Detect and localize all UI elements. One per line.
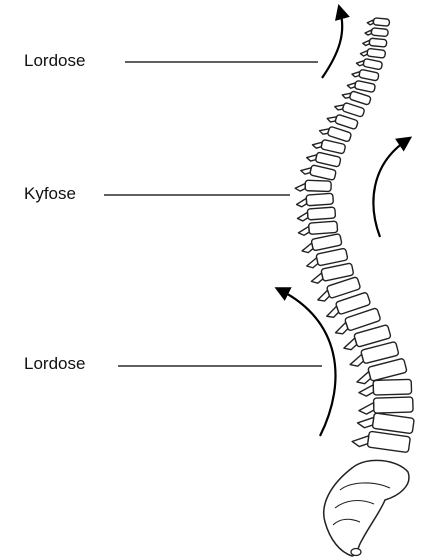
vertebral-body <box>367 48 386 58</box>
vertebral-body <box>371 28 388 37</box>
spinous-process <box>325 306 340 319</box>
vertebral-body <box>354 80 375 92</box>
vertebra-1 <box>367 17 390 26</box>
spinous-process <box>298 226 309 235</box>
vertebral-body <box>369 38 387 47</box>
vertebral-body <box>305 180 331 191</box>
cervical-curve-arrow <box>322 10 342 78</box>
vertebral-body <box>372 413 414 434</box>
vertebral-body <box>316 248 348 266</box>
vertebra-15 <box>295 180 331 192</box>
sacrum-bone <box>324 460 409 556</box>
spinous-process <box>367 19 373 25</box>
vertebral-body <box>373 18 390 27</box>
spinous-process <box>359 403 374 415</box>
vertebra-3 <box>363 37 387 47</box>
vertebral-body <box>335 114 359 129</box>
spinous-process <box>360 50 367 57</box>
thoracic-curve-arrow <box>373 140 407 237</box>
vertebral-body <box>321 139 346 154</box>
spinous-process <box>365 29 372 35</box>
coccyx-bone <box>351 549 361 556</box>
vertebra-29 <box>359 397 414 414</box>
vertebral-body <box>367 431 410 452</box>
vertebra-4 <box>360 48 385 59</box>
vertebral-body <box>349 91 371 106</box>
vertebral-body <box>315 152 341 167</box>
spinous-process <box>297 212 308 221</box>
vertebral-body <box>373 397 413 413</box>
vertebra-7 <box>347 79 376 93</box>
spinous-process <box>342 338 358 351</box>
spinous-process <box>316 290 331 303</box>
lumbar-curve-arrow <box>280 290 335 436</box>
spinous-process <box>357 415 374 429</box>
vertebral-body <box>307 207 335 220</box>
vertebral-body <box>309 221 338 234</box>
spinous-process <box>305 258 318 269</box>
vertebral-body <box>306 193 333 206</box>
spinous-process <box>356 59 364 66</box>
vertebra-16 <box>296 193 334 207</box>
vertebra-5 <box>356 57 383 70</box>
vertebra-2 <box>365 27 388 37</box>
vertebral-body <box>327 126 352 142</box>
spinous-process <box>347 81 356 89</box>
spinous-process <box>359 385 374 396</box>
label-kyfose: Kyfose <box>24 185 76 202</box>
vertebra-17 <box>297 207 336 221</box>
vertebra-6 <box>352 68 380 82</box>
spinous-process <box>348 354 364 368</box>
spinous-process <box>310 273 323 284</box>
spinous-process <box>295 183 305 191</box>
spinous-process <box>352 434 369 448</box>
spinal-column <box>295 17 414 453</box>
vertebral-body <box>363 58 383 69</box>
vertebral-body <box>342 102 365 117</box>
vertebral-body <box>310 165 337 181</box>
spinous-process <box>333 322 348 336</box>
spinous-process <box>352 70 360 77</box>
vertebral-body <box>311 234 342 251</box>
vertebral-body <box>373 379 412 395</box>
spinous-process <box>296 198 307 207</box>
spinous-process <box>355 372 371 386</box>
label-lordose-lower: Lordose <box>24 355 85 372</box>
spinous-process <box>363 40 370 46</box>
label-lordose-upper: Lordose <box>24 52 85 69</box>
spinous-process <box>301 243 314 254</box>
vertebra-18 <box>298 221 338 236</box>
vertebral-body <box>359 69 379 81</box>
